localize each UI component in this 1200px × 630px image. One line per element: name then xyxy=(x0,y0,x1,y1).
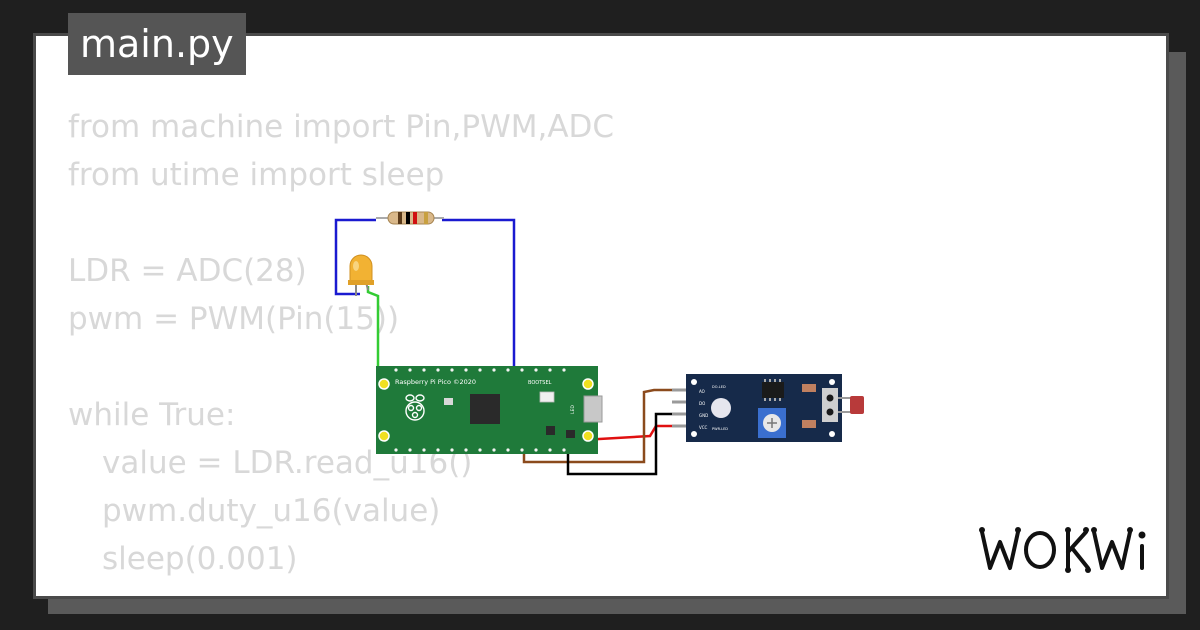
code-line: from utime import sleep xyxy=(68,157,445,193)
wire-brown[interactable] xyxy=(522,388,688,464)
photoresistor[interactable] xyxy=(850,396,864,414)
file-tab-main-py[interactable]: main.py xyxy=(68,13,246,75)
code-line: while True: xyxy=(68,397,236,433)
code-line: pwm = PWM(Pin(15)) xyxy=(68,301,400,337)
do-led-label: DO-LED xyxy=(712,385,726,389)
code-editor: from machine import Pin,PWM,ADC from utim… xyxy=(68,103,614,583)
wire-black[interactable] xyxy=(566,412,688,476)
comparator-chip xyxy=(762,382,784,398)
wire-blue-led[interactable] xyxy=(334,218,376,296)
bootsel-button[interactable] xyxy=(539,391,555,403)
wokwi-logo xyxy=(979,527,1146,573)
pwr-led-label: PWR-LED xyxy=(712,427,728,431)
pin-label-vcc: VCC xyxy=(699,425,708,430)
code-line: value = LDR.read_u16() xyxy=(102,445,473,481)
led-yellow[interactable] xyxy=(348,254,374,296)
pico-board-label: Raspberry Pi Pico ©2020 xyxy=(395,378,476,386)
rp2040-chip xyxy=(470,394,500,424)
code-line: LDR = ADC(28) xyxy=(68,253,307,289)
bootsel-label: BOOTSEL xyxy=(528,380,552,386)
code-line: from machine import Pin,PWM,ADC xyxy=(68,109,615,145)
pin-label-gnd: GND xyxy=(699,413,708,418)
pin-label-do: DO xyxy=(699,401,705,406)
led-label: LED xyxy=(570,405,576,414)
wire-blue-pico[interactable] xyxy=(442,218,516,372)
pin-label-ao: AO xyxy=(699,389,705,394)
wire-green[interactable] xyxy=(366,286,380,370)
ldr-sensor-module[interactable]: AO DO GND VCC DO-LED PWR-LED xyxy=(672,374,864,442)
code-card xyxy=(33,33,1169,599)
usb-port xyxy=(583,395,603,423)
code-line: sleep(0.001) xyxy=(102,541,298,577)
raspberry-logo-icon xyxy=(405,394,425,421)
code-line: pwm.duty_u16(value) xyxy=(102,493,441,529)
raspberry-pi-pico[interactable]: Raspberry Pi Pico ©2020 BOOTSEL LED xyxy=(376,366,603,454)
resistor[interactable] xyxy=(376,211,444,225)
